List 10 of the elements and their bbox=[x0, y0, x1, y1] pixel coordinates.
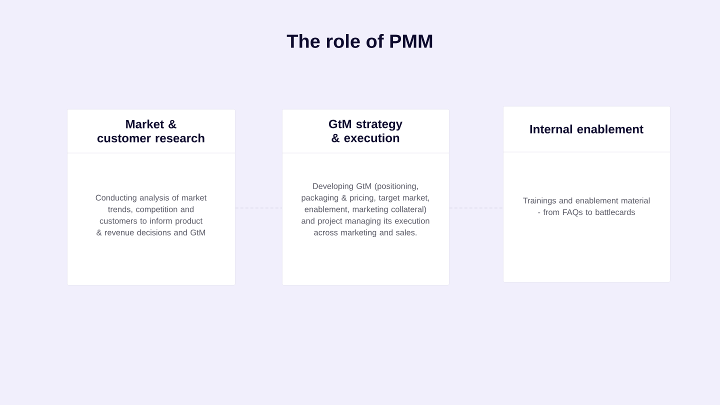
card-body: Trainings and enablement material - from FAQs to battlecards bbox=[523, 197, 650, 217]
card-body: Conducting analysis of market trends, competition and customers to inform product & revenue decisions and GtM bbox=[96, 194, 207, 236]
card-heading: Internal enablement bbox=[530, 124, 644, 134]
card-heading: GtM strategy & execution bbox=[328, 120, 402, 142]
title: The role of PMM bbox=[286, 34, 432, 48]
card bbox=[502, 106, 670, 282]
card-heading: Market & customer research bbox=[97, 120, 204, 142]
card-body: Developing GtM (positioning, packaging & pricing, target market, enablement, marketing collateral) and project managing its execution across marketing and sales. bbox=[302, 182, 430, 238]
card bbox=[282, 109, 450, 286]
card bbox=[66, 109, 236, 286]
